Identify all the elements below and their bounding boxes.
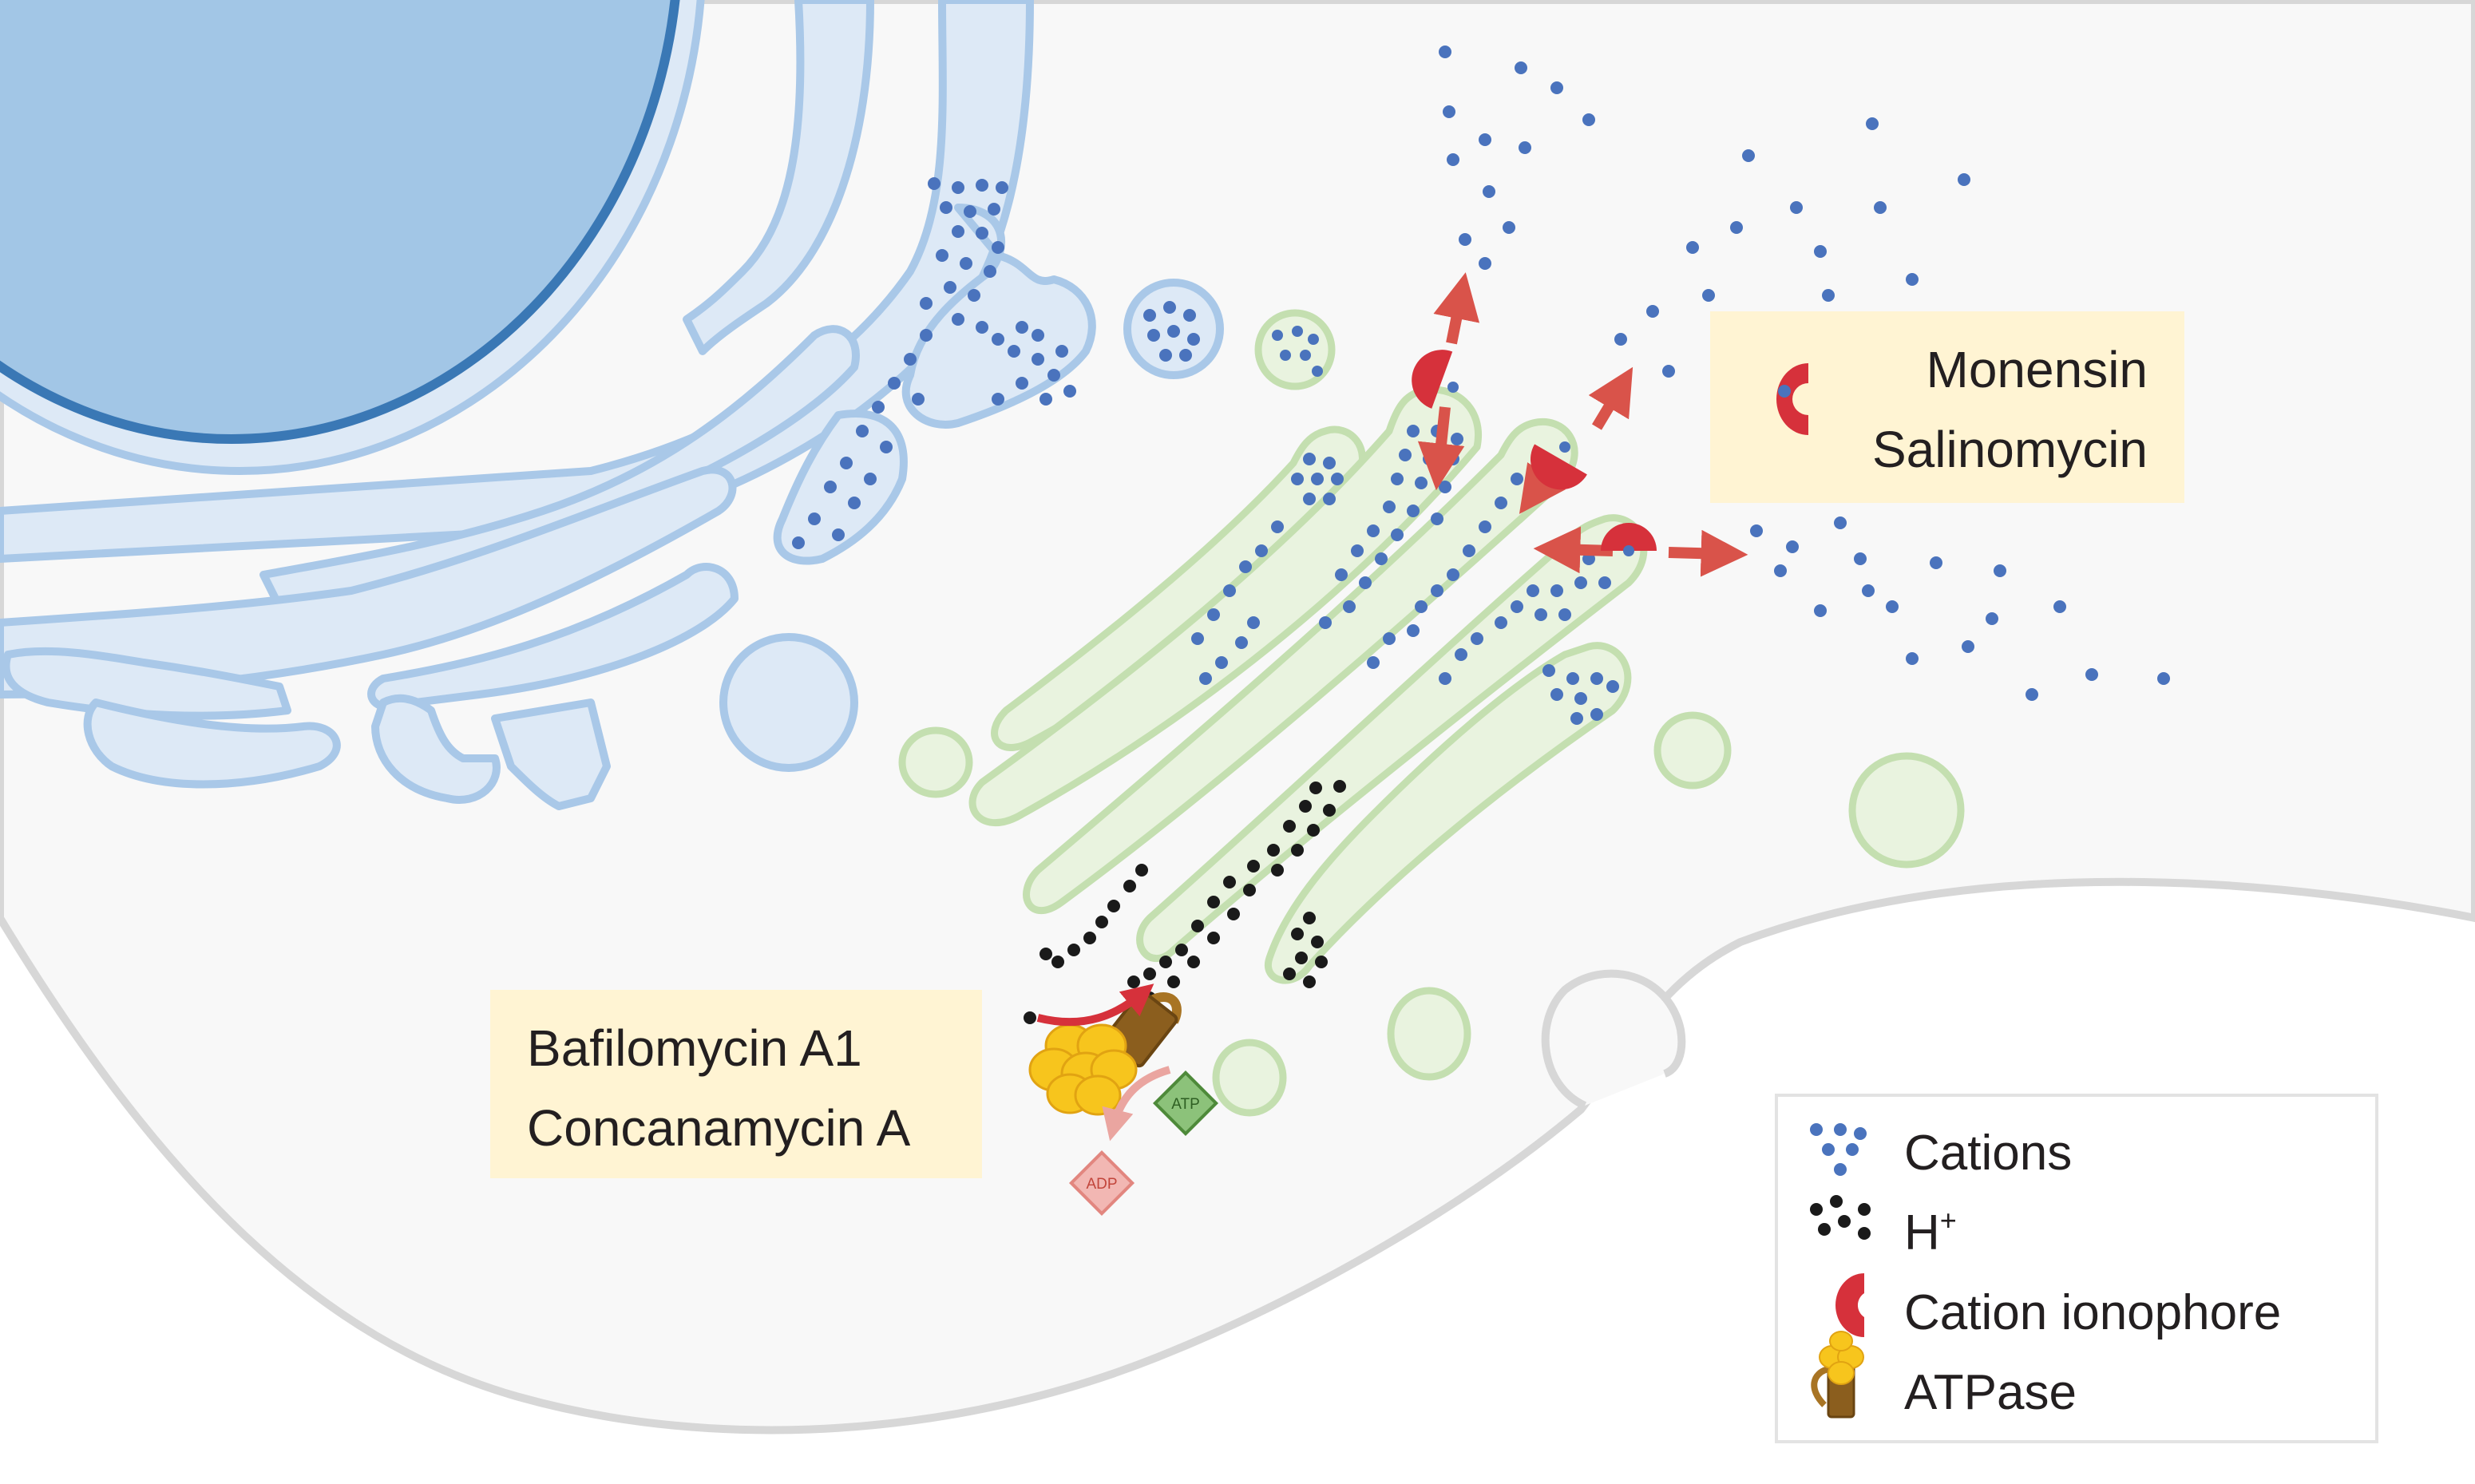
ionophore-name-2: Salinomycin (1872, 421, 2148, 478)
atp-badge: ATP (1152, 1070, 1219, 1137)
cation-dots-icon (1810, 1123, 1867, 1176)
legend: Cations H+ Cation ionophore ATPase (1775, 1094, 2378, 1443)
atpase-inhibitor-name-1: Bafilomycin A1 (527, 1019, 862, 1077)
atpase-icon (1811, 1331, 1864, 1419)
atp-label: ATP (1171, 1096, 1200, 1113)
adp-badge: ADP (1068, 1150, 1135, 1217)
proton-dots-icon (1810, 1195, 1871, 1240)
atpase-complex (1028, 983, 1182, 1142)
legend-label-atpase: ATPase (1904, 1365, 2077, 1420)
atpase-inhibitor-box: Bafilomycin A1 Concanamycin A (490, 990, 982, 1178)
ionophore-inhibitor-box: Monensin Salinomycin (1710, 311, 2184, 503)
ionophore-icon (1835, 1273, 1864, 1337)
atpase-inhibitor-name-2: Concanamycin A (527, 1099, 911, 1157)
legend-label-ionophore: Cation ionophore (1904, 1285, 2281, 1340)
membrane-vesicle (1541, 969, 1686, 1110)
cation-dots (792, 46, 2170, 725)
ionophore-name-1: Monensin (1927, 341, 2148, 398)
er-vesicle (719, 633, 858, 772)
adp-label: ADP (1086, 1176, 1117, 1193)
proton-dots (1024, 780, 1346, 1024)
ionophore-transport (1412, 272, 1748, 577)
legend-label-proton: H+ (1904, 1204, 1957, 1260)
golgi-apparatus (968, 386, 1648, 984)
nucleus (0, 0, 705, 475)
ionophore-icon (1776, 363, 1808, 435)
legend-label-cations: Cations (1904, 1126, 2072, 1181)
endoplasmic-reticulum (0, 0, 1096, 810)
